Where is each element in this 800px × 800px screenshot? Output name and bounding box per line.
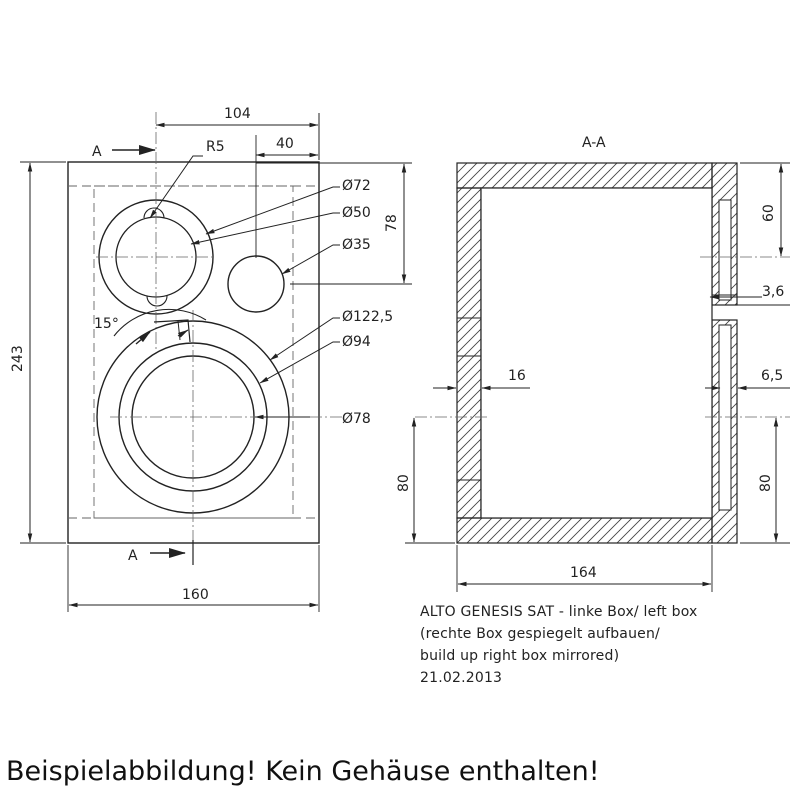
dim-80-right: 80 <box>758 474 774 492</box>
port-circle <box>227 255 285 313</box>
dim-d72: Ø72 <box>342 178 371 194</box>
title-block: ALTO GENESIS SAT - linke Box/ left box (… <box>420 601 698 689</box>
front-view <box>20 112 412 612</box>
dim-d94: Ø94 <box>342 334 371 350</box>
dim-d35: Ø35 <box>342 237 371 253</box>
dim-16: 16 <box>508 368 526 384</box>
dim-r5: R5 <box>206 139 225 155</box>
dim-60: 60 <box>761 204 777 222</box>
title-line-3: build up right box mirrored) <box>420 648 620 664</box>
dim-160: 160 <box>182 587 209 603</box>
dim-d122-5: Ø122,5 <box>342 309 393 325</box>
bottom-wall <box>456 517 713 544</box>
dim-164: 164 <box>570 565 597 581</box>
dim-15deg: 15° <box>94 316 119 332</box>
section-view <box>405 162 790 592</box>
section-title: A-A <box>582 135 606 151</box>
title-line-2: (rechte Box gespiegelt aufbauen/ <box>420 626 660 642</box>
title-line-1: ALTO GENESIS SAT - linke Box/ left box <box>420 604 698 620</box>
section-marker-bottom: A <box>128 548 138 564</box>
dim-6-5: 6,5 <box>761 368 783 384</box>
caption: Beispielabbildung! Kein Gehäuse enthalte… <box>6 756 600 787</box>
dim-d50: Ø50 <box>342 205 371 221</box>
top-wall <box>456 162 713 189</box>
title-date: 21.02.2013 <box>420 670 503 686</box>
dim-d78: Ø78 <box>342 411 371 427</box>
inner-hidden-outline <box>93 185 294 519</box>
dim-3-6: 3,6 <box>762 284 784 300</box>
dim-243: 243 <box>10 345 26 372</box>
dim-78-vertical: 78 <box>384 214 400 232</box>
dim-104: 104 <box>224 106 251 122</box>
section-marker-top: A <box>92 144 102 160</box>
back-wall <box>456 187 482 519</box>
dim-80-left: 80 <box>396 474 412 492</box>
dim-40: 40 <box>276 136 294 152</box>
